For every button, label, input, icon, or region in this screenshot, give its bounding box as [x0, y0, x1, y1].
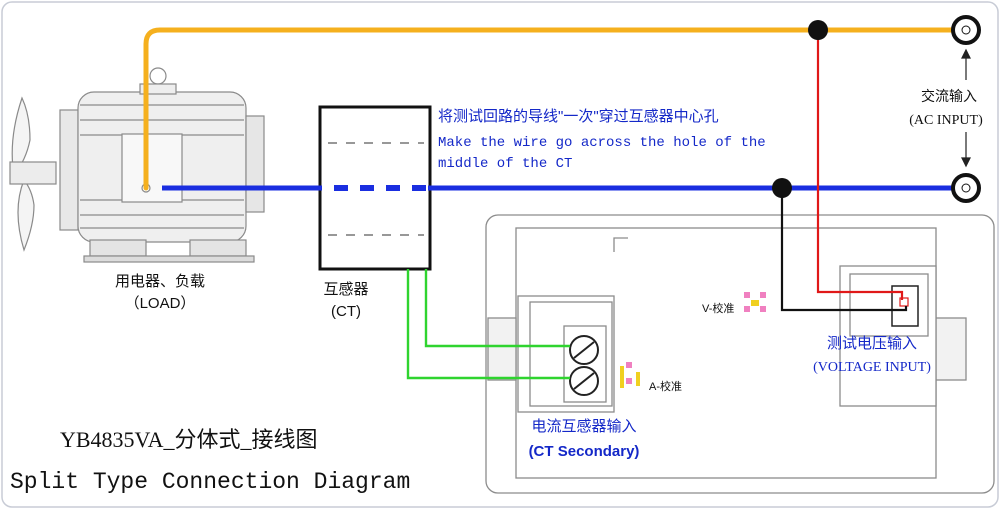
diagram-title-line1: YB4835VA_分体式_接线图	[60, 427, 318, 452]
ct-lead-2	[406, 269, 570, 380]
ac-terminal-n[interactable]	[951, 173, 981, 203]
voltage-lead-black	[780, 188, 908, 312]
v-calibration-pot[interactable]	[744, 292, 766, 312]
voltage-input-label-cn: 测试电压输入	[827, 335, 917, 352]
instruction-en-line2: middle of the CT	[438, 156, 572, 172]
a-calibration-label: A-校准	[649, 379, 682, 393]
ac-input-arrows	[961, 48, 971, 168]
v-calibration-label: V-校准	[702, 301, 734, 315]
motor-illustration	[9, 67, 265, 263]
ct-terminal-screw-2	[569, 366, 599, 396]
a-calibration-pot[interactable]	[620, 362, 640, 388]
ct-label-en: (CT)	[331, 303, 361, 320]
ct-secondary-label-en: (CT Secondary)	[529, 443, 640, 460]
ac-terminal-l[interactable]	[951, 15, 981, 45]
instruction-cn: 将测试回路的导线"一次"穿过互感器中心孔	[438, 108, 719, 125]
ct-secondary-label-cn: 电流互感器输入	[531, 418, 636, 435]
voltage-input-label-en: (VOLTAGE INPUT)	[813, 360, 931, 375]
ac-input-label-cn: 交流输入	[921, 88, 977, 104]
ct-terminal-screw-1	[569, 335, 599, 365]
instruction-en-line1: Make the wire go across the hole of the	[438, 135, 766, 151]
ac-input-label-en: (AC INPUT)	[909, 113, 983, 128]
phase-junction-dot	[808, 20, 828, 40]
ct-lead-1	[424, 269, 570, 348]
neutral-junction-dot	[772, 178, 792, 198]
load-label-en: （LOAD）	[125, 295, 196, 312]
voltage-lead-red	[816, 30, 904, 300]
ct-label-cn: 互感器	[323, 281, 368, 298]
phase-wire	[143, 27, 965, 191]
diagram-title-line2: Split Type Connection Diagram	[10, 469, 410, 495]
load-label-cn: 用电器、负载	[115, 273, 205, 290]
